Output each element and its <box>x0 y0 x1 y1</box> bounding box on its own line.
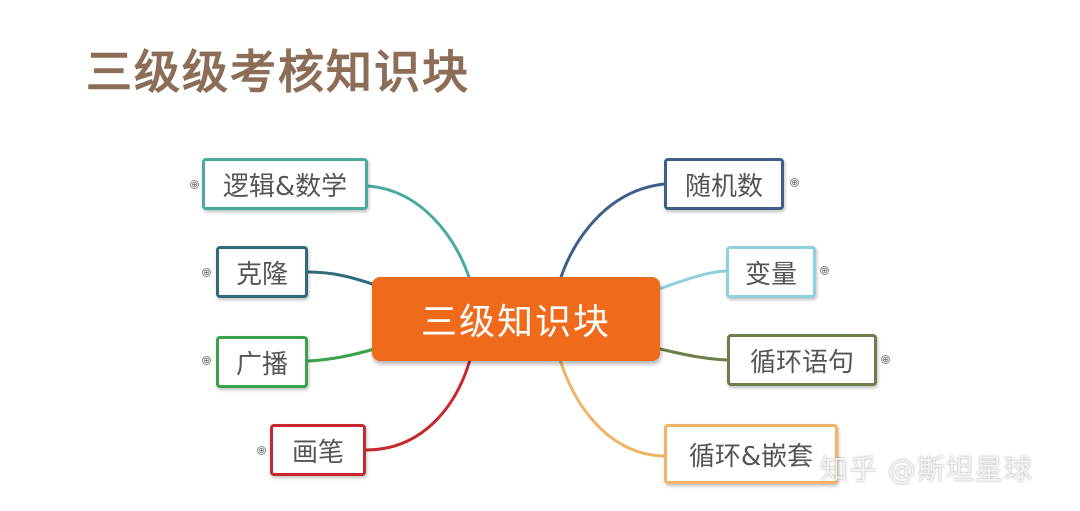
node-nested-loop: 循环&嵌套 <box>664 424 838 484</box>
node-broadcast-label: 广播 <box>235 349 288 380</box>
expand-icon[interactable]: ⊕ <box>820 266 829 275</box>
expand-icon[interactable]: ⊕ <box>881 355 890 364</box>
connector-random <box>558 182 665 281</box>
node-pen: 画笔 <box>270 424 366 476</box>
expand-icon[interactable]: ⊕ <box>202 268 211 277</box>
node-pen-label: 画笔 <box>291 437 344 468</box>
node-variable-label: 变量 <box>744 259 797 290</box>
connector-logic-math <box>367 184 472 281</box>
expand-icon[interactable]: ⊕ <box>790 178 799 187</box>
connector-pen <box>365 359 472 452</box>
page-title: 三级级考核知识块 <box>86 45 470 99</box>
node-logic-math: 逻辑&数学 <box>202 158 368 210</box>
node-loop-label: 循环语句 <box>749 347 854 378</box>
expand-icon[interactable]: ⊕ <box>257 446 266 455</box>
node-logic-math-label: 逻辑&数学 <box>222 171 348 202</box>
expand-icon[interactable]: ⊕ <box>202 356 211 365</box>
connector-clone <box>307 270 379 288</box>
node-clone: 克隆 <box>216 246 308 298</box>
node-broadcast: 广播 <box>216 336 308 388</box>
node-random-label: 随机数 <box>684 171 763 202</box>
connector-variable <box>655 269 727 292</box>
connector-nested-loop <box>558 359 665 458</box>
node-nested-loop-label: 循环&嵌套 <box>688 441 814 472</box>
watermark: 知乎 @斯坦星球 <box>820 453 1033 486</box>
node-random: 随机数 <box>664 158 784 210</box>
node-clone-label: 克隆 <box>235 259 288 290</box>
connector-broadcast <box>307 346 379 363</box>
central-topic: 三级知识块 <box>372 277 660 361</box>
node-loop: 循环语句 <box>727 334 877 386</box>
connector-loop <box>655 346 728 362</box>
expand-icon[interactable]: ⊕ <box>190 180 199 189</box>
node-variable: 变量 <box>726 246 816 298</box>
